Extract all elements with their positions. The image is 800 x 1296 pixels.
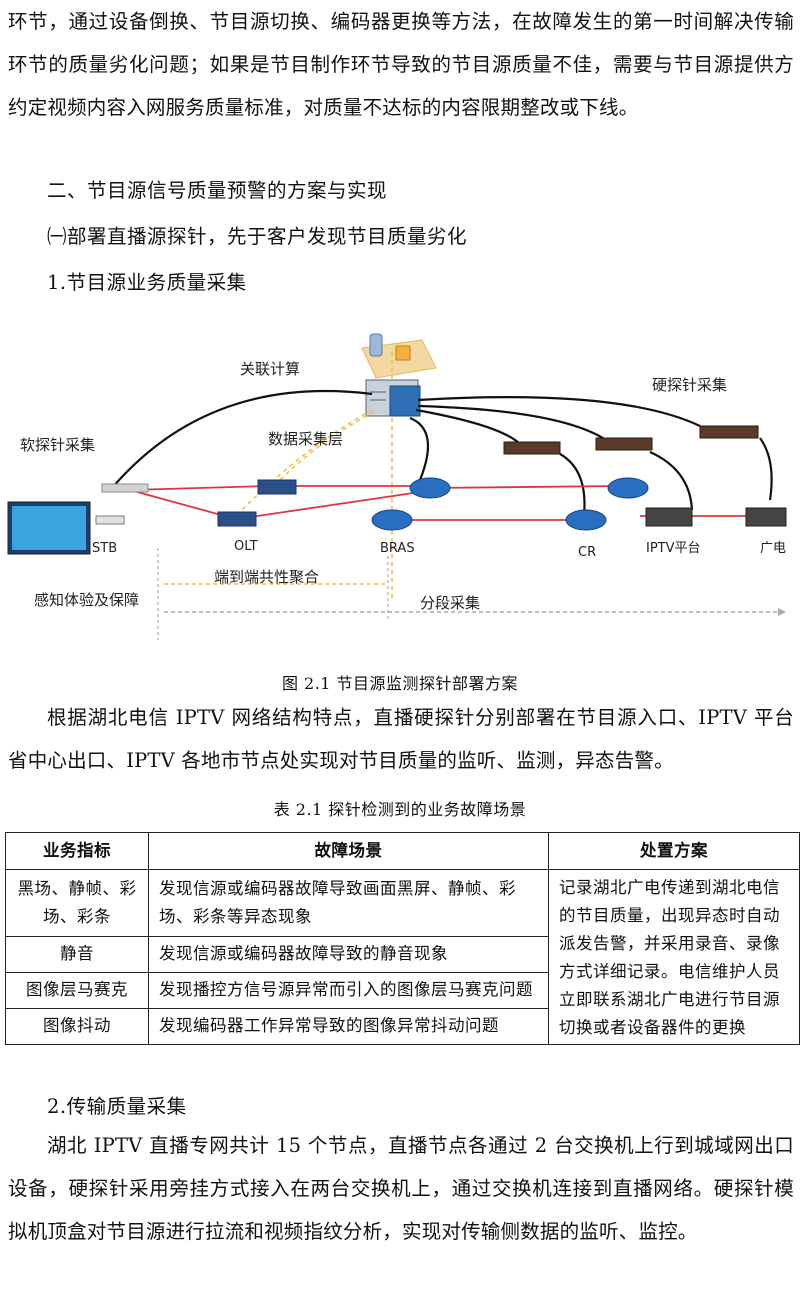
item-heading-2: 2.传输质量采集 (47, 1095, 187, 1118)
label-e2e: 端到端共性聚合 (214, 568, 319, 586)
probe-collection-links (111, 389, 773, 516)
section-heading: 二、节目源信号质量预警的方案与实现 (47, 179, 388, 202)
metric-cell: 黑场、静帧、彩场、彩条 (5, 869, 149, 937)
scenario-cell: 发现信源或编码器故障导致的静音现象 (148, 935, 549, 973)
label-soft-probe: 软探针采集 (20, 436, 95, 454)
server-rack-icons (645, 507, 787, 527)
collection-server-icon (365, 379, 421, 417)
paragraph-transmission: 湖北 IPTV 直播专网共计 15 个节点，直播节点各通过 2 台交换机上行到城… (8, 1134, 794, 1243)
table-caption: 表 2.1 探针检测到的业务故障场景 (273, 800, 527, 819)
paragraph-intro: 环节，通过设备倒换、节目源切换、编码器更换等方法，在故障发生的第一时间解决传输环… (8, 10, 794, 119)
label-cr: CR (578, 545, 596, 560)
label-correlation: 关联计算 (240, 360, 300, 378)
header-metric: 业务指标 (5, 832, 149, 870)
metric-cell: 图像抖动 (5, 1007, 149, 1046)
header-scenario: 故障场景 (148, 832, 549, 870)
label-segment: 分段采集 (420, 594, 480, 612)
label-bras: BRAS (380, 541, 415, 556)
scenario-cell: 发现信源或编码器故障导致画面黑屏、静帧、彩场、彩条等异态现象 (148, 869, 549, 937)
solution-cell: 记录湖北广电传递到湖北电信的节目质量，出现异态时自动派发告警，并采用录音、录像方… (548, 869, 800, 1045)
label-iptv: IPTV平台 (646, 541, 701, 556)
data-collection-dashed-links (235, 352, 393, 600)
probe-deployment-diagram: 关联计算 (7, 333, 787, 640)
table-header-row: 业务指标 故障场景 处置方案 (5, 832, 800, 870)
olt-icon (217, 511, 257, 527)
label-olt: OLT (234, 539, 258, 554)
label-hard-probe: 硬探针采集 (652, 376, 727, 394)
router-icons (371, 477, 649, 531)
tv-stb-icon (7, 501, 125, 555)
label-broadcast: 广电 (760, 541, 786, 556)
label-perception: 感知体验及保障 (34, 591, 139, 609)
header-solution: 处置方案 (548, 832, 800, 870)
label-stb: STB (92, 541, 117, 556)
paragraph-deployment: 根据湖北电信 IPTV 网络结构特点，直播硬探针分别部署在节目源入口、IPTV … (8, 706, 794, 772)
scenario-cell: 发现编码器工作异常导致的图像异常抖动问题 (148, 1007, 549, 1046)
table-row: 图像层马赛克 发现播控方信号源异常而引入的图像层马赛克问题 (5, 971, 800, 1009)
table-row: 黑场、静帧、彩场、彩条 发现信源或编码器故障导致画面黑屏、静帧、彩场、彩条等异态… (5, 869, 800, 1045)
metric-cell: 静音 (5, 935, 149, 973)
hard-probe-icons (503, 425, 759, 455)
switch-icon (257, 479, 297, 495)
item-heading-1: 1.节目源业务质量采集 (47, 271, 247, 294)
figure-caption: 图 2.1 节目源监测探针部署方案 (281, 674, 519, 693)
correlation-compute-icon (361, 333, 437, 379)
splitter-icon (101, 483, 149, 493)
table-row: 图像抖动 发现编码器工作异常导致的图像异常抖动问题 (5, 1007, 800, 1046)
metric-cell: 图像层马赛克 (5, 971, 149, 1009)
table-row: 静音 发现信源或编码器故障导致的静音现象 (5, 935, 800, 973)
subsection-heading: ㈠部署直播源探针，先于客户发现节目质量劣化 (47, 225, 468, 248)
scenario-cell: 发现播控方信号源异常而引入的图像层马赛克问题 (148, 971, 549, 1009)
fault-scenario-table: 业务指标 故障场景 处置方案 黑场、静帧、彩场、彩条 发现信源或编码器故障导致画… (5, 832, 800, 1046)
label-data-layer: 数据采集层 (268, 430, 343, 448)
